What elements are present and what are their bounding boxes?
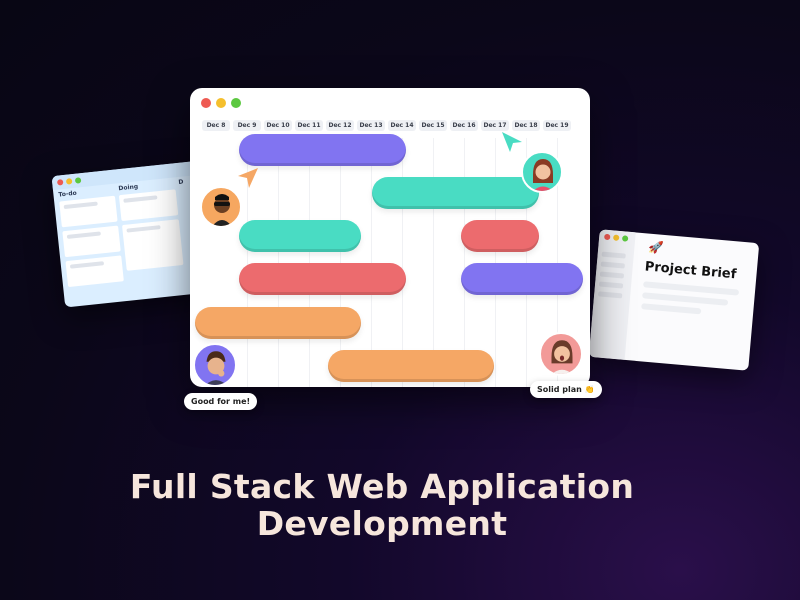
- date-label: Dec 16: [450, 120, 478, 131]
- task-bar[interactable]: [239, 134, 406, 166]
- date-label: Dec 17: [481, 120, 509, 131]
- date-label: Dec 11: [295, 120, 323, 131]
- close-dot-icon[interactable]: [201, 98, 211, 108]
- maximize-dot-icon[interactable]: [231, 98, 241, 108]
- orange-cursor-icon: [238, 168, 258, 188]
- task-card[interactable]: [59, 195, 118, 228]
- minimize-dot-icon[interactable]: [612, 234, 620, 241]
- gantt-timeline-window: Dec 8 Dec 9 Dec 10 Dec 11 Dec 12 Dec 13 …: [190, 88, 590, 387]
- woman-avatar-icon: [533, 159, 553, 191]
- headline-line: Full Stack Web Application: [129, 467, 635, 506]
- comment-bubble: Solid plan 👏: [530, 381, 602, 398]
- task-bar[interactable]: [461, 220, 539, 252]
- headline: Full Stack Web Application Development: [0, 468, 764, 542]
- man-thinking-icon: [205, 351, 227, 385]
- date-label: Dec 10: [264, 120, 292, 131]
- avatar[interactable]: [193, 343, 237, 387]
- date-label: Dec 13: [357, 120, 385, 131]
- date-label: Dec 15: [419, 120, 447, 131]
- avatar[interactable]: [539, 332, 583, 376]
- woman-surprised-icon: [551, 340, 573, 374]
- task-bar[interactable]: [239, 263, 406, 295]
- kanban-column-doing: Doing: [118, 179, 184, 284]
- brief-title: Project Brief: [644, 259, 737, 283]
- task-bar[interactable]: [195, 307, 361, 339]
- comment-bubble: Good for me!: [184, 393, 258, 410]
- date-label: Dec 19: [543, 120, 571, 131]
- task-bar[interactable]: [372, 177, 539, 209]
- date-label: Dec 12: [326, 120, 354, 131]
- task-bar[interactable]: [239, 220, 361, 252]
- minimize-dot-icon[interactable]: [65, 178, 73, 185]
- task-card[interactable]: [122, 219, 184, 271]
- rocket-icon: 🚀: [647, 239, 665, 255]
- text-placeholder: [641, 303, 702, 315]
- minimize-dot-icon[interactable]: [216, 98, 226, 108]
- teal-cursor-icon: [502, 132, 522, 152]
- close-dot-icon[interactable]: [56, 179, 64, 186]
- date-label: Dec 8: [202, 120, 230, 131]
- headline-line: Development: [256, 504, 508, 543]
- brief-sidebar: [588, 229, 636, 360]
- task-card[interactable]: [119, 189, 178, 222]
- maximize-dot-icon[interactable]: [74, 177, 82, 184]
- date-label: Dec 9: [233, 120, 261, 131]
- task-bar[interactable]: [461, 263, 583, 295]
- task-bar[interactable]: [328, 350, 494, 382]
- maximize-dot-icon[interactable]: [621, 235, 629, 242]
- date-label: Dec 14: [388, 120, 416, 131]
- kanban-column-todo: To-do: [58, 186, 125, 291]
- date-header: Dec 8 Dec 9 Dec 10 Dec 11 Dec 12 Dec 13 …: [202, 120, 571, 131]
- close-dot-icon[interactable]: [603, 233, 611, 241]
- date-label: Dec 18: [512, 120, 540, 131]
- task-card[interactable]: [65, 255, 125, 288]
- project-brief-window: 🚀 Project Brief: [588, 229, 760, 371]
- window-controls: [201, 98, 241, 108]
- task-card[interactable]: [62, 225, 122, 258]
- avatar[interactable]: [200, 186, 242, 228]
- avatar[interactable]: [521, 151, 563, 193]
- man-with-sunglasses-icon: [212, 194, 232, 226]
